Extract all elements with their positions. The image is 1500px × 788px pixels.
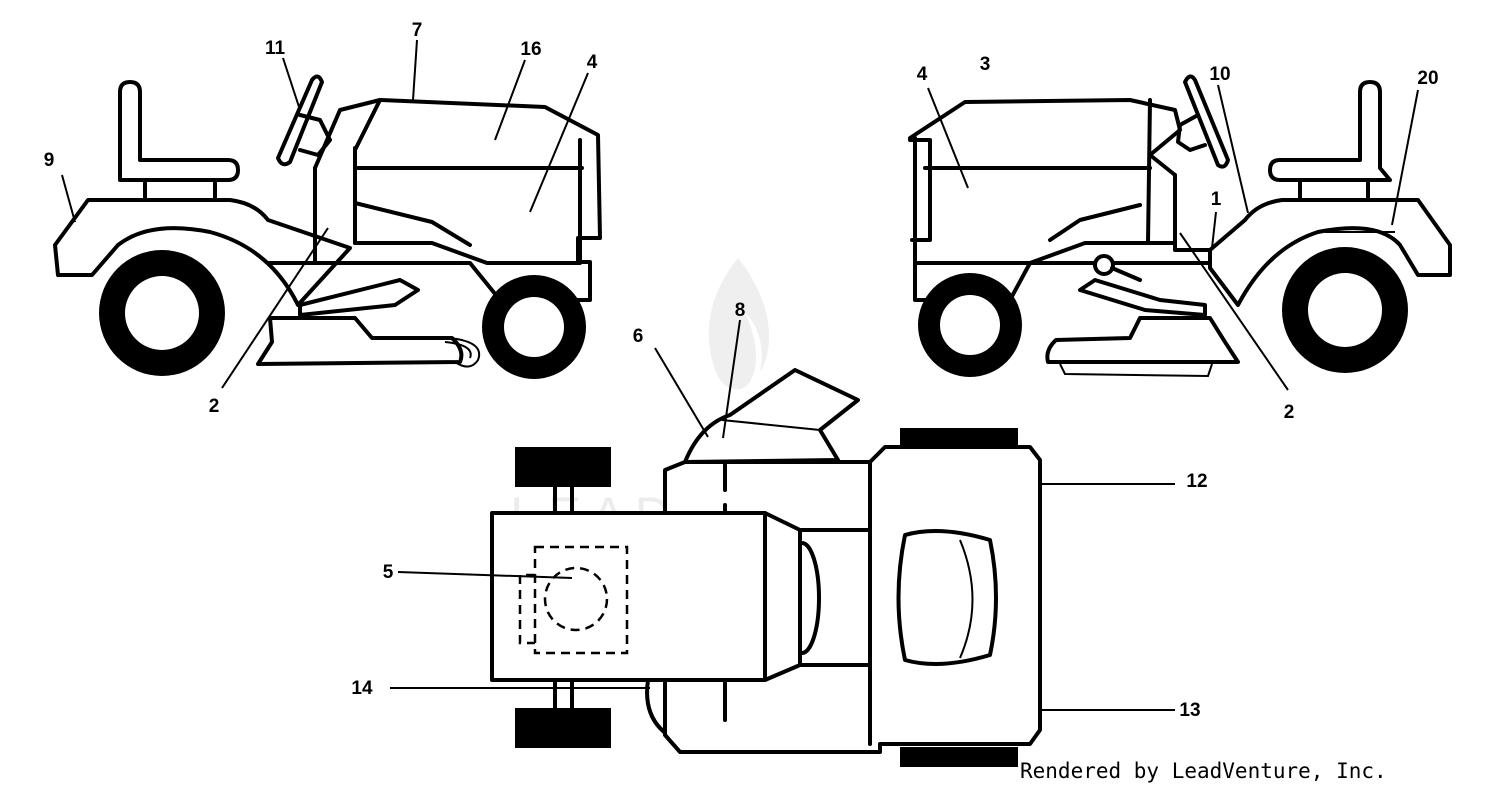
callout-14: 14 — [351, 678, 373, 699]
right-side-view: 4 3 10 20 1 2 — [908, 54, 1452, 423]
callout-12: 12 — [1186, 471, 1207, 492]
callout-5: 5 — [383, 562, 394, 583]
callout-1: 1 — [1211, 189, 1222, 210]
credit-text: Rendered by LeadVenture, Inc. — [1020, 759, 1387, 783]
callout-7: 7 — [412, 20, 423, 41]
callout-9: 9 — [44, 150, 55, 171]
callout-3: 3 — [980, 54, 991, 75]
callout-2: 2 — [209, 396, 220, 417]
callout-4-right: 4 — [917, 64, 928, 85]
top-view: 6 8 5 14 12 13 — [351, 300, 1208, 767]
left-side-view: 9 11 7 16 4 2 — [44, 20, 602, 417]
callout-8: 8 — [735, 300, 746, 321]
callout-11: 11 — [265, 38, 286, 59]
callout-6: 6 — [633, 326, 644, 347]
callout-20: 20 — [1417, 68, 1438, 89]
callout-2-right: 2 — [1284, 402, 1295, 423]
callout-10: 10 — [1209, 64, 1230, 85]
callout-13: 13 — [1179, 700, 1200, 721]
callout-16: 16 — [520, 39, 541, 60]
callout-4: 4 — [587, 52, 598, 73]
